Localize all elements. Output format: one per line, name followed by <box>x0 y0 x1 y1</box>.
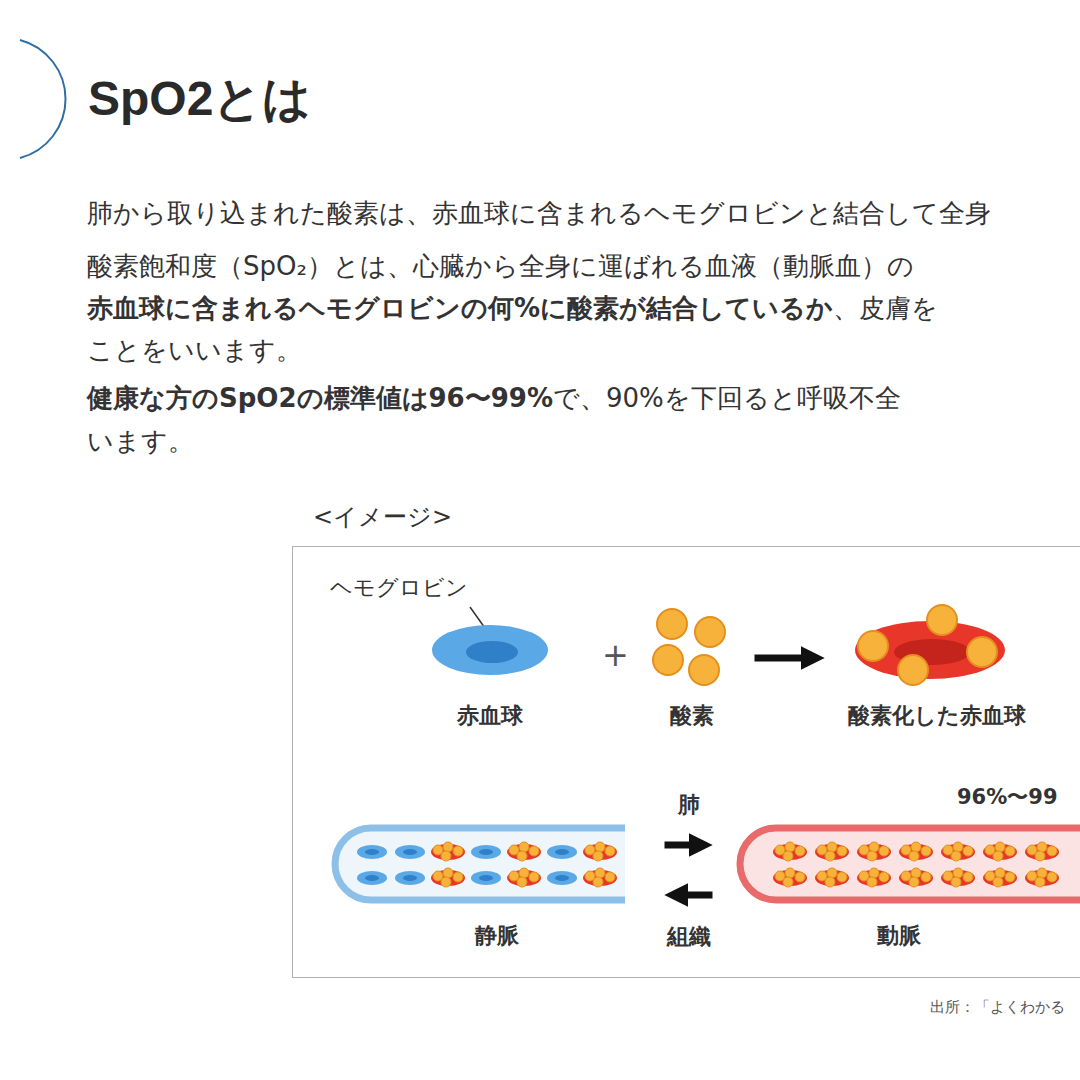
flow-arrow <box>684 892 713 899</box>
node-label: <イメージ> <box>313 503 452 532</box>
edge-label: 肺 <box>676 792 702 818</box>
flow-arrow <box>755 655 806 662</box>
plus-sign: + <box>602 636 629 674</box>
body-text: 酸素飽和度（SpO₂）とは、心臓から全身に運ばれる血液（動脈血）の <box>87 251 914 282</box>
oxygenated-cell <box>855 605 1005 685</box>
oxygen-molecules <box>653 609 725 685</box>
node-label: 静脈 <box>475 923 519 949</box>
source-note: 出所：「よくわかる <box>930 998 1065 1016</box>
node-label: 酸素化した赤血球 <box>848 703 1026 729</box>
node-label: 動脈 <box>877 923 921 949</box>
percent-label: 96%〜99 <box>957 785 1058 810</box>
artery-group: 動脈 96%〜99 <box>718 785 1080 950</box>
node-label: 赤血球 <box>457 703 523 729</box>
artery-cells <box>773 842 1059 887</box>
oxygen-group: 酸素 <box>640 602 745 730</box>
hemoglobin-label: ヘモグロビン <box>330 575 468 601</box>
vein-group: 静脈 <box>335 820 660 950</box>
node-label: 酸素 <box>670 703 714 729</box>
title-arc <box>20 40 66 158</box>
slide-title: SpO2とは <box>88 70 311 128</box>
body-text: ことをいいます。 <box>87 335 302 366</box>
edge-label: 組織 <box>665 924 713 950</box>
body-text: で、90%を下回ると呼吸不全 <box>553 383 901 414</box>
red-blood-cell <box>432 625 548 675</box>
image-frame: <イメージ>赤血球酸素酸素化した赤血球静脈動脈96%〜99 <box>292 546 1080 978</box>
body-text: 健康な方のSpO2の標準値は96〜99% <box>87 383 553 414</box>
body-text: 赤血球に含まれるヘモグロビンの何%に酸素が結合しているか <box>87 293 833 324</box>
oxygenated-group: 酸素化した赤血球 <box>835 600 1040 730</box>
vein-cells <box>357 842 617 887</box>
body-text: 肺から取り込まれた酸素は、赤血球に含まれるヘモグロビンと結合して全身 <box>87 198 991 229</box>
artery-tube <box>740 828 1080 900</box>
flow-arrow <box>665 842 694 849</box>
body-text: 、皮膚を <box>833 293 938 324</box>
cell-group: 赤血球 <box>425 612 555 730</box>
vein-tube <box>335 828 625 900</box>
body-text: います。 <box>87 426 194 457</box>
